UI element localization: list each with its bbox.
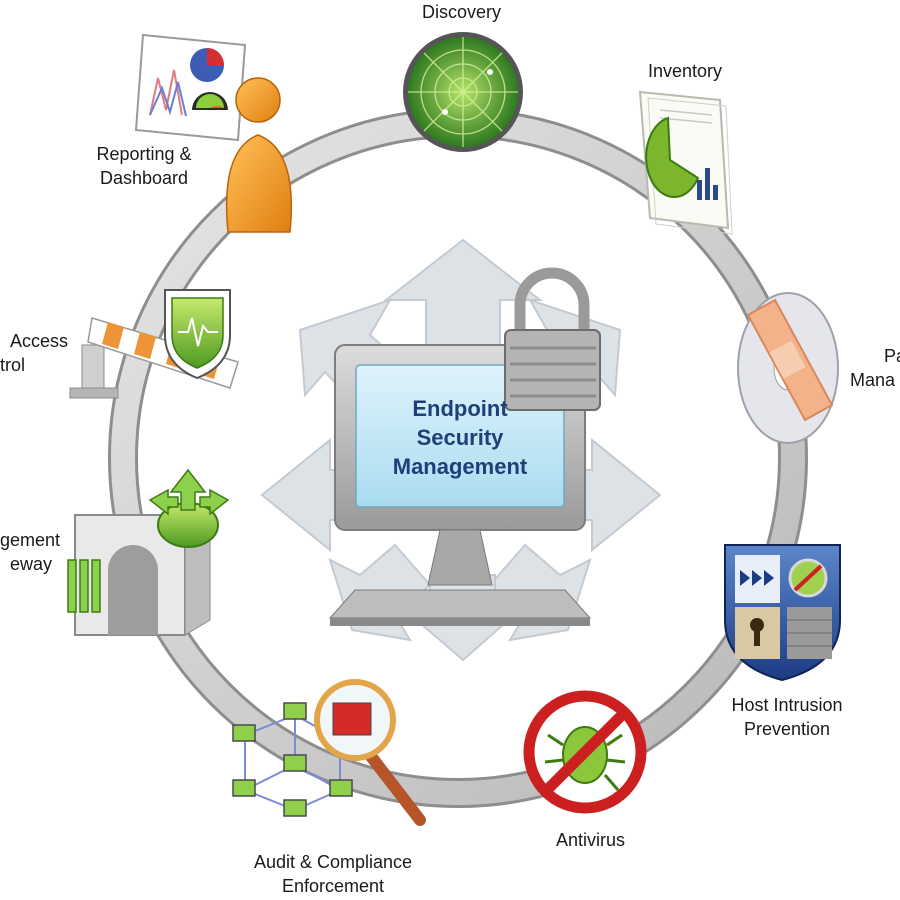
center-title: Endpoint Security Management — [360, 394, 560, 481]
label-antivirus: Antivirus — [556, 830, 626, 850]
audit-network-icon — [232, 679, 426, 826]
access-control-icon — [69, 289, 239, 399]
gateway-icon — [67, 468, 230, 636]
label-management-gateway: gement eway — [0, 530, 61, 574]
label-patch-management: Pa Mana — [850, 346, 900, 390]
center-title-line3: Management — [392, 454, 528, 479]
center-title-line1: Endpoint — [412, 396, 508, 421]
label-audit-compliance: Audit & Compliance Enforcement — [253, 852, 413, 896]
shield-hip-icon — [724, 544, 841, 682]
label-discovery: Discovery — [422, 2, 502, 22]
padlock-icon — [504, 267, 601, 411]
radar-icon — [403, 32, 523, 152]
label-access-control: Access trol — [0, 331, 69, 375]
label-reporting-dashboard: Reporting & Dashboard — [96, 144, 192, 188]
label-host-intrusion-prevention: Host Intrusion Prevention — [731, 695, 843, 739]
patch-cd-icon — [737, 292, 839, 444]
inventory-report-icon — [638, 90, 733, 235]
label-inventory: Inventory — [648, 61, 723, 81]
center-title-line2: Security — [416, 425, 504, 450]
antivirus-no-bug-icon — [523, 690, 647, 814]
reporting-dashboard-icon — [134, 33, 293, 233]
